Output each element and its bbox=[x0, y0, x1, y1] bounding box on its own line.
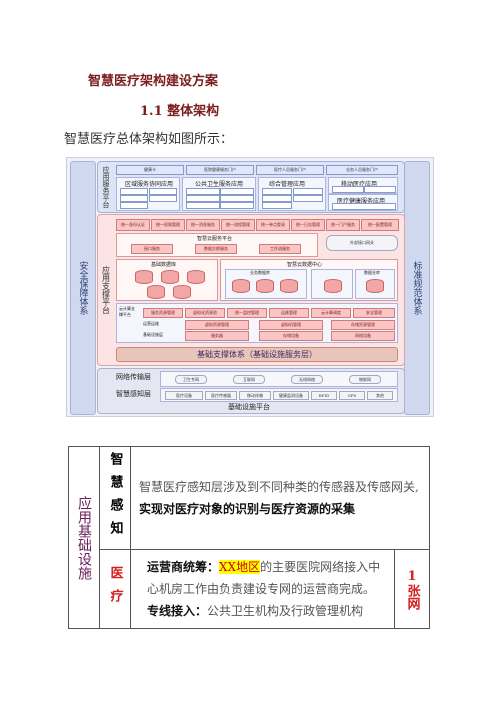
architecture-diagram: 安全保障体系 标准规范体系 应用服务平台 健康卡 医院健康服务门户 医疗人员服务… bbox=[66, 157, 434, 417]
cloud-data-box: 智慧云数据中心 业务数据库 数据仓库 bbox=[220, 259, 398, 301]
table-row: 应用基础设施 智慧感知 智慧医疗感知层涉及到不同种类的传感器及传感网关,实现对医… bbox=[68, 446, 430, 629]
section-heading: 1.1 整体架构 bbox=[140, 104, 220, 119]
support-service: 统一日志管理 bbox=[291, 219, 325, 231]
cloud-service-box: 智慧云服务平台 接口服务 数据交换服务 工作流服务 bbox=[116, 233, 318, 257]
portal-item: 医院健康服务门户 bbox=[186, 165, 254, 175]
support-platform-label: 应用支撑平台 bbox=[101, 266, 111, 314]
support-platform-band: 应用支撑平台 统一身份认证 统一权限管理 统一消息服务 统一流程管理 统一单点登… bbox=[97, 214, 405, 366]
app-group: 移动医疗应用 bbox=[328, 177, 398, 194]
description-cell: 智慧医疗感知层涉及到不同种类的传感器及传感网关,实现对医疗对象的识别与医疗资源的… bbox=[130, 446, 430, 550]
app-group: 区域服务协同应用 bbox=[116, 177, 180, 211]
portal-item: 健康卡 bbox=[116, 165, 184, 175]
support-service: 统一门户服务 bbox=[326, 219, 360, 231]
row-label-cell: 医疗 bbox=[99, 549, 131, 629]
sensing-layer-label: 智慧感知层 bbox=[116, 390, 151, 398]
description-cell: 运营商统筹：XX地区的主要医院网络接入中心机房工作由负责建设专网的运营商完成。 … bbox=[130, 549, 395, 629]
base-infra-band: 网络传输层 卫生专网 互联网 无线网络 物联网 智慧感知层 医疗设备 医疗传感器… bbox=[97, 368, 405, 414]
infrastructure-table: 应用基础设施 智慧感知 智慧医疗感知层涉及到不同种类的传感器及传感网关,实现对医… bbox=[68, 446, 430, 629]
category-cell: 应用基础设施 bbox=[68, 446, 100, 629]
doc-title: 智慧医疗架构建设方案 bbox=[88, 74, 219, 89]
base-db-box: 基础数据库 bbox=[116, 259, 218, 301]
app-group: 医疗健康服务应用 bbox=[328, 194, 398, 211]
support-service: 统一身份认证 bbox=[116, 219, 150, 231]
highlighted-region: XX地区 bbox=[219, 560, 261, 574]
intro-text: 智慧医疗总体架构如图所示： bbox=[64, 132, 234, 147]
support-service: 统一流程管理 bbox=[221, 219, 255, 231]
app-group: 公共卫生服务应用 bbox=[182, 177, 256, 211]
security-system-label: 安全保障体系 bbox=[70, 161, 96, 415]
app-platform-band: 应用服务平台 健康卡 医院健康服务门户 医疗人员服务门户 业务人员服务门户 区域… bbox=[97, 161, 405, 213]
app-group: 综合管理应用 bbox=[258, 177, 326, 211]
support-service: 统一消息服务 bbox=[186, 219, 220, 231]
network-layer-label: 网络传输层 bbox=[116, 373, 151, 381]
table-row: 医疗 运营商统筹：XX地区的主要医院网络接入中心机房工作由负责建设专网的运营商完… bbox=[69, 549, 430, 629]
support-service: 统一配置管理 bbox=[361, 219, 399, 231]
support-service: 统一权限管理 bbox=[151, 219, 185, 231]
row-label-cell: 智慧感知 bbox=[99, 446, 131, 550]
portal-item: 业务人员服务门户 bbox=[326, 165, 398, 175]
cloud-platform-box: 云计算支撑平台 服务资源管理 虚拟化资源池 统一监控管理 运维管理 云计算调度 … bbox=[116, 303, 398, 343]
support-service: 统一单点登录 bbox=[256, 219, 290, 231]
app-platform-label: 应用服务平台 bbox=[102, 166, 110, 208]
portal-item: 医疗人员服务门户 bbox=[256, 165, 324, 175]
count-cell: 1张网 bbox=[394, 549, 430, 629]
base-support-bar: 基础支撑体系（基础设施服务层） bbox=[116, 347, 398, 362]
exchange-gateway: 外部接口网关 bbox=[326, 235, 398, 251]
standards-system-label: 标准规范体系 bbox=[404, 161, 430, 415]
infra-platform-label: 基础设施平台 bbox=[228, 403, 270, 411]
